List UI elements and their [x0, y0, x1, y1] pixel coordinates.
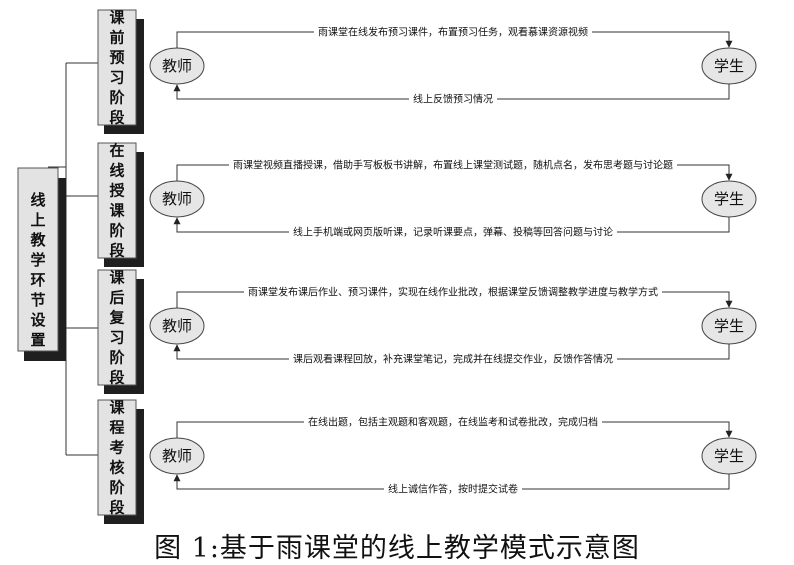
stage-4: 课程考核阶段 教师 学生 在线出题，包括主观题和客观题，在线监考和试卷批改，完成归档线…: [97, 399, 757, 524]
teacher-label: 教师: [162, 447, 192, 465]
stage-label: 在线授课阶段: [109, 142, 125, 260]
figure-caption: 图 1:基于雨课堂的线上教学模式示意图: [154, 533, 640, 564]
stage-2: 在线授课阶段 教师 学生 雨课堂视频直播授课，借助手写板板书讲解，布置线上课堂测试题，…: [97, 142, 757, 267]
stage-box: [97, 399, 137, 516]
top-flow-label: 雨课堂视频直播授课，借助手写板板书讲解，布置线上课堂测试题，随机点名，发布思考题…: [229, 158, 677, 172]
root-node: 线上教学环节设置: [17, 167, 66, 361]
diagram-canvas: 线上教学环节设置 课前预习阶段教师学生雨课堂在线发布预习课件，布置预习任务，观看…: [17, 9, 757, 524]
stage-label: 课后复习阶段: [108, 269, 125, 387]
teacher-label: 教师: [162, 57, 192, 75]
student-label: 学生: [714, 57, 744, 75]
svg-text:在线出题，包括主观题和客观题，在线监考和试卷批改，完成归档: 在线出题，包括主观题和客观题，在线监考和试卷批改，完成归档: [308, 416, 598, 429]
student-node: 学生: [701, 180, 757, 218]
teacher-node: 教师: [149, 47, 205, 85]
svg-text:雨课堂在线发布预习课件，布置预习任务，观看慕课资源视频: 雨课堂在线发布预习课件，布置预习任务，观看慕课资源视频: [318, 26, 588, 39]
svg-text:线上手机端或网页版听课，记录听课要点，弹幕、投稿等回答问题与: 线上手机端或网页版听课，记录听课要点，弹幕、投稿等回答问题与讨论: [293, 226, 613, 239]
bottom-flow-label: 线上手机端或网页版听课，记录听课要点，弹幕、投稿等回答问题与讨论: [289, 225, 617, 239]
stage-3: 课后复习阶段 教师 学生 雨课堂发布课后作业、预习课件，实现在线作业批改，根据课堂反馈…: [97, 269, 757, 394]
teacher-node: 教师: [149, 180, 205, 218]
stage-box: [97, 142, 137, 259]
stage-box: [97, 269, 137, 386]
student-node: 学生: [701, 307, 757, 345]
stage-label: 课程考核阶段: [109, 399, 125, 517]
svg-text:线上反馈预习情况: 线上反馈预习情况: [413, 93, 493, 106]
student-node: 学生: [701, 437, 757, 475]
top-flow-label: 雨课堂发布课后作业、预习课件，实现在线作业批改，根据课堂反馈调整教学进度与教学方…: [244, 285, 662, 299]
stage-1: 课前预习阶段 教师 学生 雨课堂在线发布预习课件，布置预习任务，观看慕课资源视频线上反…: [97, 9, 757, 134]
student-label: 学生: [714, 190, 744, 208]
student-label: 学生: [714, 317, 744, 335]
bottom-flow-label: 线上诚信作答，按时提交试卷: [384, 482, 522, 496]
svg-text:课后观看课程回放，补充课堂笔记，完成并在线提交作业，反馈作答: 课后观看课程回放，补充课堂笔记，完成并在线提交作业，反馈作答情况: [293, 353, 613, 366]
teacher-node: 教师: [149, 437, 205, 475]
student-node: 学生: [701, 47, 757, 85]
stage-label: 课前预习阶段: [109, 9, 125, 127]
bottom-flow-label: 课后观看课程回放，补充课堂笔记，完成并在线提交作业，反馈作答情况: [289, 352, 617, 366]
top-flow-label: 雨课堂在线发布预习课件，布置预习任务，观看慕课资源视频: [314, 25, 592, 39]
top-flow-label: 在线出题，包括主观题和客观题，在线监考和试卷批改，完成归档: [304, 415, 602, 429]
teacher-node: 教师: [149, 307, 205, 345]
teacher-label: 教师: [162, 190, 192, 208]
svg-text:线上诚信作答，按时提交试卷: 线上诚信作答，按时提交试卷: [388, 483, 518, 496]
teacher-label: 教师: [162, 317, 192, 335]
bottom-flow-label: 线上反馈预习情况: [409, 92, 497, 106]
root-label: 线上教学环节设置: [29, 191, 46, 349]
stages: 课前预习阶段教师学生雨课堂在线发布预习课件，布置预习任务，观看慕课资源视频线上反…: [97, 9, 757, 524]
stage-box: [97, 9, 137, 126]
svg-text:雨课堂视频直播授课，借助手写板板书讲解，布置线上课堂测试题，: 雨课堂视频直播授课，借助手写板板书讲解，布置线上课堂测试题，随机点名，发布思考题…: [233, 159, 673, 172]
student-label: 学生: [714, 447, 744, 465]
svg-text:雨课堂发布课后作业、预习课件，实现在线作业批改，根据课堂反馈: 雨课堂发布课后作业、预习课件，实现在线作业批改，根据课堂反馈调整教学进度与教学方…: [248, 286, 658, 299]
